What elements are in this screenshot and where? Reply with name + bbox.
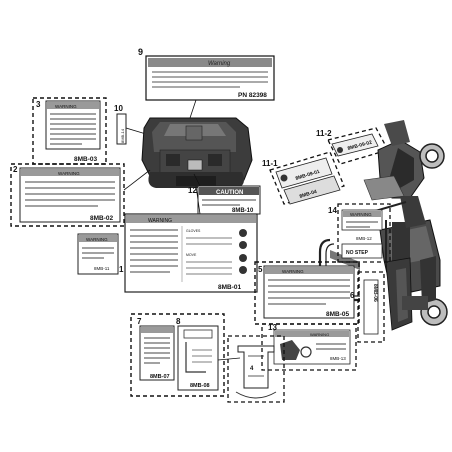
callout-10: 10: [114, 104, 123, 113]
decal-3-header: WARNING: [55, 104, 77, 109]
decal-9-part: PN 82398: [238, 92, 267, 99]
decal-5-part: 8MB-05: [326, 311, 350, 318]
callout-11-2: 11-2: [316, 129, 332, 138]
decal-5-header: WARNING: [282, 269, 304, 274]
decal-14: 14 WARNING 8MB-12 NO STEP: [328, 203, 391, 263]
decal-small-warning: WARNING 8MB-11 1: [77, 233, 124, 275]
decal-14-header: WARNING: [350, 212, 372, 217]
decal-2-header: WARNING: [58, 171, 80, 176]
callout-14: 14: [328, 206, 337, 215]
callout-4: 4: [250, 366, 254, 372]
decal-3-part: 8MB-03: [74, 156, 98, 163]
callout-8: 8: [176, 317, 181, 326]
decal-7-part: 8MB-07: [150, 374, 170, 380]
frame-sketch: 4: [217, 335, 285, 403]
decal-6: 6 8MB-06: [350, 271, 385, 343]
decal-9-title: Warning: [208, 61, 231, 67]
decal-5: 5 WARNING 8MB-05: [254, 261, 360, 325]
decal-1: WARNING GLOVES MOVE 8MB-01: [124, 185, 258, 293]
decal-1-col-b: MOVE: [186, 253, 197, 257]
callout-12: 12: [188, 186, 197, 195]
decal-13: 13 WARNING 8MB-13: [261, 323, 357, 371]
callout-5: 5: [258, 265, 263, 274]
decal-14-part: 8MB-12: [356, 236, 372, 241]
mower-body: [141, 117, 253, 188]
decal-1-header: WARNING: [148, 218, 172, 224]
decal-8-part: 8MB-08: [190, 383, 210, 389]
decal-11-2: 11-2 8MB-09-02: [316, 127, 389, 165]
decal-14-sub: NO STEP: [346, 250, 369, 256]
callout-1: 1: [119, 265, 124, 274]
decal-9: Warning PN 82398 9: [138, 47, 275, 125]
decal-10: 10 8MB-14: [114, 104, 147, 145]
callout-3: 3: [36, 100, 41, 109]
decal-10-part: 8MB-14: [120, 128, 125, 143]
decal-13-header: WARNING: [310, 332, 329, 337]
decal-1-part: 8MB-01: [218, 284, 242, 291]
decal-small-header: WARNING: [86, 237, 108, 242]
decal-2-part: 8MB-02: [90, 215, 114, 222]
decal-13-part: 8MB-13: [330, 356, 346, 361]
callout-13: 13: [268, 323, 277, 332]
decal-12: 12 CAUTION 8MB-10: [188, 173, 261, 215]
callout-6: 6: [350, 291, 355, 300]
decal-12-part: 8MB-10: [232, 208, 254, 214]
decal-3: 3 WARNING 8MB-03: [32, 97, 107, 165]
decal-1-col-a: GLOVES: [186, 229, 201, 233]
callout-7: 7: [137, 317, 142, 326]
decal-12-header: CAUTION: [216, 190, 243, 196]
decal-11-1: 11-1 8MB-09-01 8MB-04: [262, 151, 345, 205]
callout-2: 2: [13, 165, 18, 174]
deck-assembly: [318, 120, 448, 331]
decal-11-1b-part: 8MB-04: [299, 189, 318, 200]
decal-7-8-group: 7 8MB-07 8 8MB-08: [130, 313, 225, 397]
callout-11-1: 11-1: [262, 159, 278, 168]
callout-9: 9: [138, 47, 143, 57]
decal-small-part: 8MB-11: [94, 266, 110, 271]
decal-6-part: 8MB-06: [372, 284, 378, 302]
decal-2: 2 WARNING 8MB-02: [10, 163, 151, 227]
